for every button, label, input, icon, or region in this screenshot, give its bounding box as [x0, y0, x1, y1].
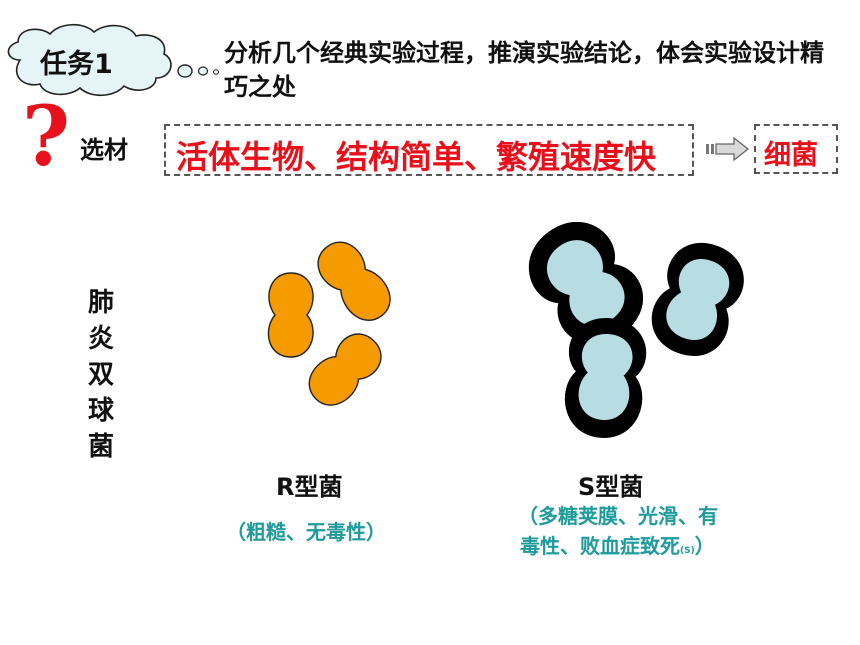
- s-bacterium: [529, 222, 643, 345]
- r-type-bacteria-illustration: [267, 241, 391, 406]
- task-badge-label: 任务1: [40, 49, 113, 80]
- organism-char: 双: [87, 360, 114, 390]
- organism-vertical-label: 肺 炎 双 球 菌: [84, 285, 118, 465]
- organism-char: 球: [87, 396, 114, 426]
- s-type-bacteria-illustration: [529, 222, 744, 438]
- s-bacterium: [651, 242, 744, 356]
- cloud-bubble-1: [177, 64, 193, 78]
- organism-char: 菌: [87, 432, 114, 462]
- r-type-label: R型菌: [276, 473, 343, 501]
- s-bacterium: [564, 318, 647, 438]
- result-text: 细菌: [764, 140, 818, 171]
- r-bacterium: [267, 272, 314, 358]
- cloud-shape: [7, 23, 172, 97]
- organism-char: 肺: [87, 288, 114, 318]
- task-description: 分析几个经典实验过程，推演实验结论，体会实验设计精巧之处: [224, 39, 824, 101]
- s-type-description-close: ）: [694, 534, 715, 558]
- s-type-description-line2: 毒性、败血症致死(S)）: [520, 530, 715, 559]
- result-box: 细菌: [754, 124, 838, 174]
- question-mark-icon: ?: [22, 89, 71, 185]
- r-type-description: （粗糙、无毒性）: [226, 520, 386, 544]
- criteria-text: 活体生物、结构简单、繁殖速度快: [176, 138, 657, 176]
- cloud-bubble-3: [213, 69, 219, 75]
- criteria-box: 活体生物、结构简单、繁殖速度快: [164, 124, 694, 176]
- cloud-bubble-2: [197, 66, 209, 76]
- s-type-label: S型菌: [578, 473, 644, 501]
- s-type-description-text: 毒性、败血症致死: [520, 534, 680, 558]
- task-cloud-badge: [7, 23, 219, 97]
- organism-char: 炎: [87, 324, 114, 354]
- s-type-description-line1: （多糖荚膜、光滑、有: [518, 504, 718, 528]
- arrow-right-icon: [706, 136, 750, 162]
- r-bacterium: [308, 333, 382, 406]
- r-bacterium: [317, 241, 391, 322]
- s-type-mark: (S): [680, 546, 695, 556]
- selection-label: 选材: [80, 136, 128, 164]
